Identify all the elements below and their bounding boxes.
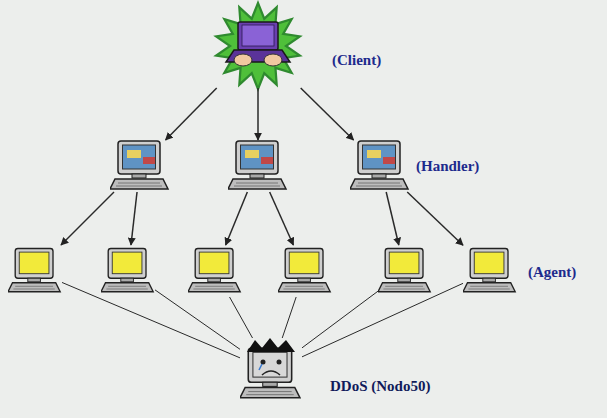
attack-line bbox=[230, 297, 253, 338]
node-label: DDoS (Nodo50) bbox=[330, 378, 430, 395]
command-arrow bbox=[61, 192, 114, 245]
node-label: (Client) bbox=[332, 52, 381, 69]
agent-node bbox=[8, 245, 62, 297]
node-label: (Handler) bbox=[416, 158, 479, 175]
laptop-icon bbox=[226, 22, 290, 66]
attack-line bbox=[302, 283, 463, 357]
handler-computer bbox=[110, 141, 408, 189]
command-arrow bbox=[270, 192, 294, 245]
command-arrow bbox=[131, 192, 137, 245]
agent-node: (Agent) bbox=[463, 245, 517, 297]
node-label: (Agent) bbox=[528, 264, 576, 281]
agent-node bbox=[101, 245, 155, 297]
client-node: (Client) bbox=[214, 4, 302, 88]
attack-line bbox=[155, 290, 240, 349]
star-burst bbox=[213, 0, 303, 92]
attack-line bbox=[62, 282, 240, 357]
agent-node bbox=[278, 245, 332, 297]
command-arrow bbox=[407, 192, 463, 245]
agent-computer bbox=[8, 249, 515, 292]
agent-node bbox=[188, 245, 242, 297]
victim-computer bbox=[240, 338, 300, 398]
command-arrow bbox=[386, 192, 399, 245]
command-arrow bbox=[166, 88, 217, 140]
handler-node bbox=[228, 140, 288, 192]
attack-line bbox=[282, 297, 296, 338]
command-arrow bbox=[257, 88, 259, 140]
victim-node: DDoS (Nodo50) bbox=[240, 338, 302, 404]
star-burst bbox=[219, 6, 297, 86]
agent-node bbox=[378, 245, 432, 297]
handler-node bbox=[110, 140, 170, 192]
command-arrow bbox=[226, 192, 248, 245]
handler-node: (Handler) bbox=[350, 140, 410, 192]
command-arrow bbox=[301, 88, 354, 140]
